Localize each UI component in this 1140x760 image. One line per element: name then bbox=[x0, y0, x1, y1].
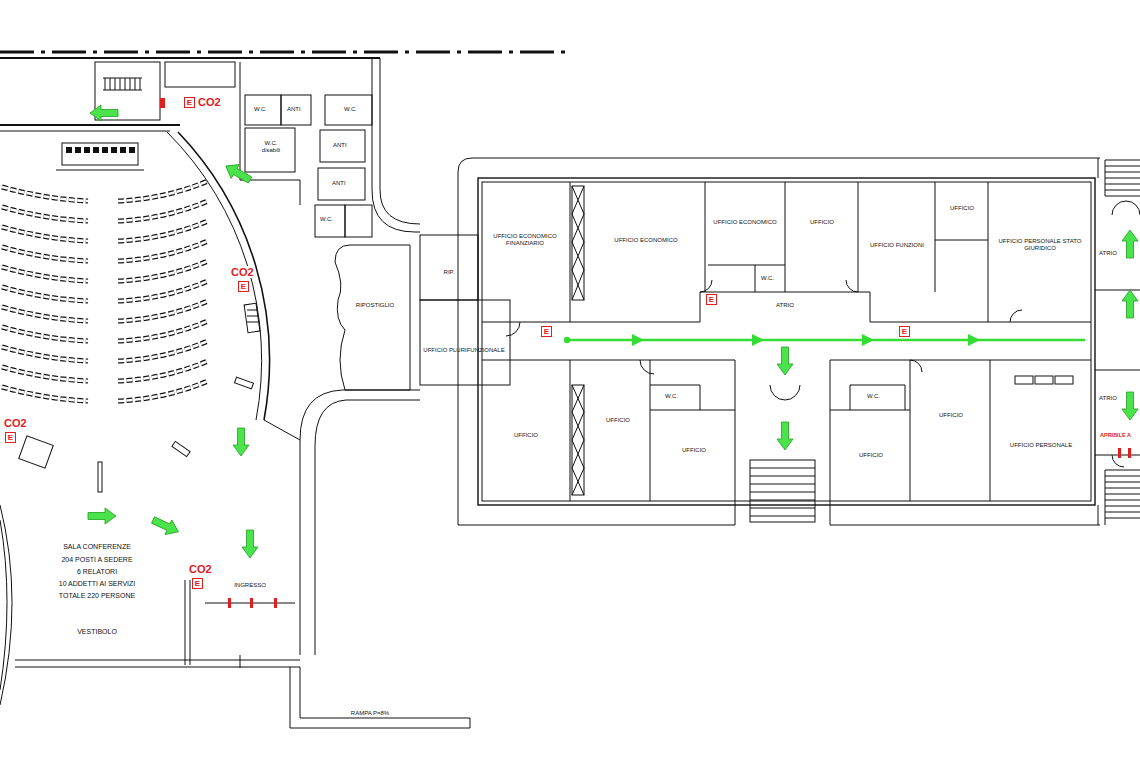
room-label: W.C. bbox=[343, 106, 358, 113]
room-name: UFFICIO bbox=[859, 452, 883, 459]
co2-label: CO2 bbox=[3, 417, 28, 429]
hall-info: VESTIBOLO bbox=[76, 628, 118, 636]
extinguisher-marker: E bbox=[706, 294, 717, 305]
room-box: UFFICIO ECONOMICO bbox=[708, 195, 782, 250]
room-box: UFFICIO bbox=[588, 400, 648, 440]
room-box: UFFICIO PLURIFUNZIONALE bbox=[422, 330, 506, 370]
room-box: UFFICIO PERSONALE STATO GIURIDICO bbox=[990, 215, 1090, 275]
warning-note: APRIBILE A bbox=[1099, 432, 1132, 439]
room-box: UFFICIO bbox=[938, 188, 986, 228]
extinguisher-marker: E bbox=[184, 97, 195, 108]
hall-info: 6 RELATORI bbox=[76, 568, 118, 576]
extinguisher-marker: E bbox=[541, 326, 552, 337]
room-box: UFFICIO bbox=[486, 400, 566, 470]
room-label: ATRIO bbox=[775, 302, 795, 309]
room-box: UFFICIO bbox=[788, 195, 856, 250]
room-label: ANTI bbox=[332, 142, 348, 149]
hall-info: 204 POSTI A SEDERE bbox=[60, 556, 133, 564]
room-label: ANTI bbox=[286, 106, 302, 113]
room-name: UFFICIO bbox=[606, 417, 630, 424]
extinguisher-marker: E bbox=[238, 281, 249, 292]
room-box: UFFICIO bbox=[914, 395, 988, 435]
room-label: W.C. bbox=[664, 393, 679, 400]
room-label: ANTI bbox=[331, 180, 347, 187]
co2-label: CO2 bbox=[188, 563, 213, 575]
room-name: UFFICIO PERSONALE bbox=[1010, 442, 1072, 449]
extinguisher-marker: E bbox=[5, 432, 16, 443]
room-box: UFFICIO FUNZIONI bbox=[862, 215, 932, 275]
room-name: UFFICIO bbox=[939, 412, 963, 419]
room-name: UFFICIO PLURIFUNZIONALE bbox=[423, 347, 504, 354]
room-name: UFFICIO ECONOMICO bbox=[614, 237, 677, 244]
room-box: UFFICIO ECONOMICO bbox=[590, 200, 702, 280]
room-name: UFFICIO bbox=[810, 219, 834, 226]
room-name: UFFICIO bbox=[682, 447, 706, 454]
room-label: W.C. disabili bbox=[256, 140, 286, 154]
room-label: RAMPA P=8% bbox=[350, 710, 390, 717]
room-label: W.C. bbox=[760, 275, 775, 282]
co2-label: CO2 bbox=[197, 96, 222, 108]
hall-info: SALA CONFERENZE bbox=[62, 543, 132, 551]
room-name: UFFICIO FUNZIONI bbox=[870, 242, 924, 249]
room-name: UFFICIO PERSONALE STATO GIURIDICO bbox=[990, 238, 1090, 252]
extinguisher-marker: E bbox=[192, 578, 203, 589]
extinguisher-marker: E bbox=[899, 326, 910, 337]
room-box: UFFICIO ECONOMICO FINANZIARIO bbox=[480, 200, 570, 280]
room-label: ATRIO bbox=[1098, 250, 1118, 257]
room-name: RIP. bbox=[444, 269, 455, 276]
room-label: W.C. bbox=[866, 393, 881, 400]
hall-info: TOTALE 220 PERSONE bbox=[58, 592, 136, 600]
co2-label: CO2 bbox=[230, 266, 255, 278]
room-box: RIP. bbox=[422, 255, 476, 290]
room-label: W.C. bbox=[253, 106, 268, 113]
room-label: ATRIO bbox=[1098, 395, 1118, 402]
room-label: RIPOSTIGLIO bbox=[355, 302, 395, 309]
room-name: UFFICIO bbox=[950, 205, 974, 212]
room-label: INGRESSO bbox=[233, 582, 267, 589]
room-box: UFFICIO bbox=[835, 430, 907, 480]
room-name: UFFICIO bbox=[514, 432, 538, 439]
hall-info: 10 ADDETTI AI SERVIZI bbox=[58, 580, 137, 588]
room-label: W.C. bbox=[319, 216, 334, 223]
room-box: UFFICIO bbox=[655, 425, 733, 475]
room-name: UFFICIO ECONOMICO bbox=[713, 219, 776, 226]
room-box: UFFICIO PERSONALE bbox=[994, 420, 1088, 470]
room-name: UFFICIO ECONOMICO FINANZIARIO bbox=[480, 233, 570, 247]
